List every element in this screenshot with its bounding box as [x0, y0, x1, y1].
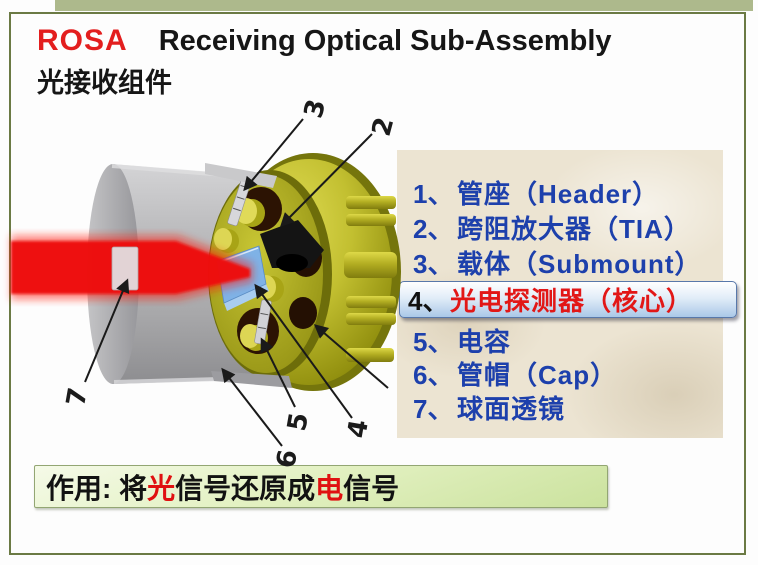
callout-number-5: 5 [282, 410, 315, 433]
legend-item-5: 5、 电容 [413, 322, 511, 359]
legend-item-label: 管帽（Cap） [457, 360, 618, 390]
legend-item-number: 6、 [413, 360, 454, 390]
callout-arrow-7 [84, 278, 130, 383]
callout-arrow-5 [260, 337, 296, 408]
callout-number-4: 4 [342, 417, 375, 440]
legend-item-label: 电容 [457, 327, 512, 357]
title-acronym: ROSA [37, 24, 128, 57]
callout-number-7: 7 [61, 385, 94, 408]
legend-item-number: 1、 [413, 179, 454, 209]
action-bar: 作用: 将 光 信号还原成 电 信号 [34, 465, 608, 508]
pin [346, 214, 396, 226]
action-text-segment: 作用: 将 [46, 472, 148, 504]
pin [346, 296, 396, 308]
action-text-segment: 信号 [343, 472, 400, 504]
title-english: Receiving Optical Sub-Assembly [158, 25, 612, 57]
legend-item-number: 2、 [413, 214, 454, 244]
callout-arrow-2 [280, 133, 373, 227]
gold-stud [214, 228, 239, 253]
action-text-segment: 光 [147, 472, 176, 504]
legend-item-label: 管座（Header） [457, 179, 660, 209]
mounting-hole [289, 297, 317, 329]
callout-arrow-6 [221, 367, 283, 447]
legend-item-number: 5、 [413, 327, 454, 357]
legend-item-number: 4、 [408, 286, 449, 316]
legend-item-label: 跨阻放大器（TIA） [457, 214, 691, 244]
legend-item-6: 6、 管帽（Cap） [413, 355, 617, 392]
pin [346, 313, 396, 325]
header-arrow [313, 324, 389, 389]
legend-item-1: 1、 管座（Header） [413, 174, 659, 211]
tia-chip [260, 220, 324, 272]
title-block: ROSA Receiving Optical Sub-Assembly 光接收组… [37, 24, 612, 100]
callout-number-2: 2 [367, 114, 401, 139]
legend-item-7: 7、 球面透镜 [413, 389, 565, 426]
pin [346, 348, 394, 362]
legend-item-number: 3、 [413, 249, 454, 279]
legend-item-label: 光电探测器（核心） [450, 286, 694, 316]
action-text-segment: 电 [315, 472, 344, 504]
legend-item-2: 2、 跨阻放大器（TIA） [413, 209, 691, 246]
callout-number-3: 3 [299, 96, 333, 121]
title-chinese: 光接收组件 [37, 68, 172, 98]
slide-border-frame [9, 12, 746, 555]
top-accent-band [55, 0, 753, 11]
legend-item-label: 球面透镜 [457, 394, 566, 424]
legend-item-label: 载体（Submount） [457, 249, 702, 279]
legend-item-4-highlighted: 4、 光电探测器（核心） [399, 281, 737, 318]
legend-item-3: 3、 载体（Submount） [413, 244, 702, 281]
pin [346, 196, 396, 209]
callout-arrow-4 [254, 283, 353, 419]
legend-item-number: 7、 [413, 394, 454, 424]
pin [344, 252, 397, 278]
cap-top-edge [205, 163, 277, 188]
callout-arrow-3 [243, 118, 304, 192]
header-pins [344, 196, 397, 362]
callout-number-6: 6 [271, 447, 304, 470]
action-text-segment: 信号还原成 [175, 472, 316, 504]
